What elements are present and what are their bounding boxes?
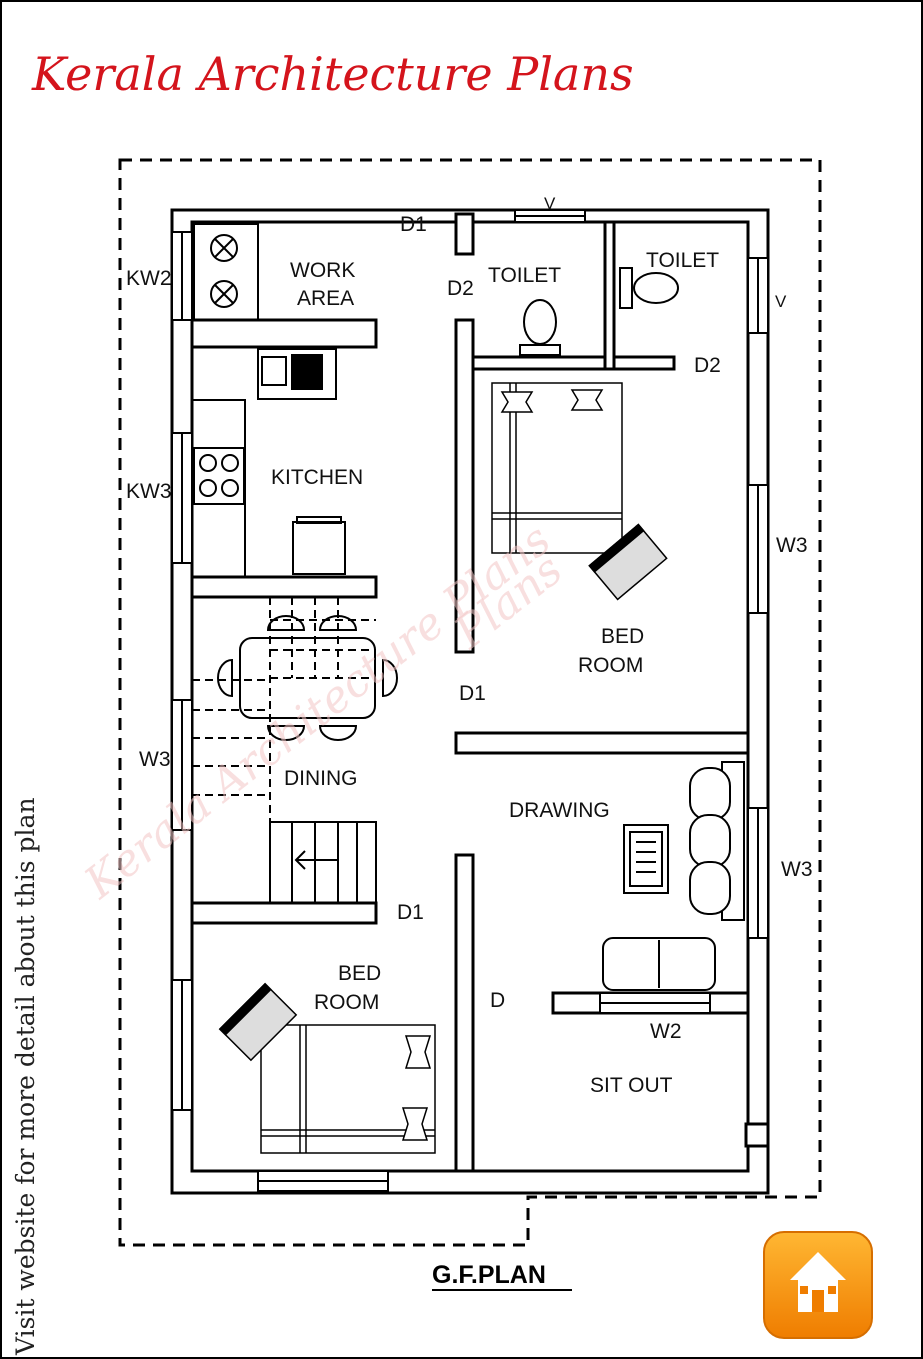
- label-bedroom-1a: BED: [601, 625, 644, 648]
- plan-title: G.F.PLAN: [432, 1261, 546, 1289]
- opening-labels: KW2 KW3 W3 W3 W3 W2 V V D1 D2 D2 D1 D1 D: [126, 194, 813, 1043]
- label-d1-top: D1: [400, 213, 427, 236]
- label-bedroom-2b: ROOM: [314, 991, 379, 1014]
- room-labels: WORK AREA KITCHEN TOILET TOILET BED ROOM…: [271, 249, 719, 1097]
- bed-room-2-furniture: [218, 982, 436, 1154]
- windows: [171, 209, 769, 1192]
- label-work-area-1: WORK: [290, 259, 355, 282]
- label-bedroom-1b: ROOM: [578, 654, 643, 677]
- label-w2: W2: [650, 1020, 682, 1043]
- side-note: Visit website for more detail about this…: [11, 797, 40, 1356]
- label-d2-right: D2: [694, 354, 721, 377]
- label-bedroom-2a: BED: [338, 962, 381, 985]
- label-dining: DINING: [284, 767, 358, 790]
- label-kitchen: KITCHEN: [271, 466, 363, 489]
- label-v-top: V: [544, 194, 556, 213]
- interior-walls: [190, 212, 770, 1173]
- label-d2-left: D2: [447, 277, 474, 300]
- plot-boundary: [118, 158, 822, 1247]
- label-v-right: V: [775, 292, 787, 311]
- staircase: [192, 597, 377, 904]
- home-icon[interactable]: [763, 1231, 873, 1339]
- label-w3-left: W3: [139, 748, 171, 771]
- label-toilet-b: TOILET: [646, 249, 719, 272]
- label-kw3: KW3: [126, 480, 172, 503]
- toilet-fixtures: [519, 267, 679, 356]
- label-d1-bed: D1: [459, 682, 486, 705]
- label-d-main: D: [490, 989, 505, 1012]
- label-sit-out: SIT OUT: [590, 1074, 673, 1097]
- label-d1-mid: D1: [397, 901, 424, 924]
- label-drawing: DRAWING: [509, 799, 610, 822]
- kitchen-counter: [192, 348, 346, 577]
- brand-title: Kerala Architecture Plans: [31, 47, 634, 101]
- drawing-furniture: [602, 761, 745, 991]
- label-w3-right-top: W3: [776, 534, 808, 557]
- bed-room-1-furniture: [491, 382, 668, 601]
- label-toilet-a: TOILET: [488, 264, 561, 287]
- label-kw2: KW2: [126, 267, 172, 290]
- work-area-sink: [193, 223, 259, 321]
- label-work-area-2: AREA: [297, 287, 354, 310]
- label-w3-right-mid: W3: [781, 858, 813, 881]
